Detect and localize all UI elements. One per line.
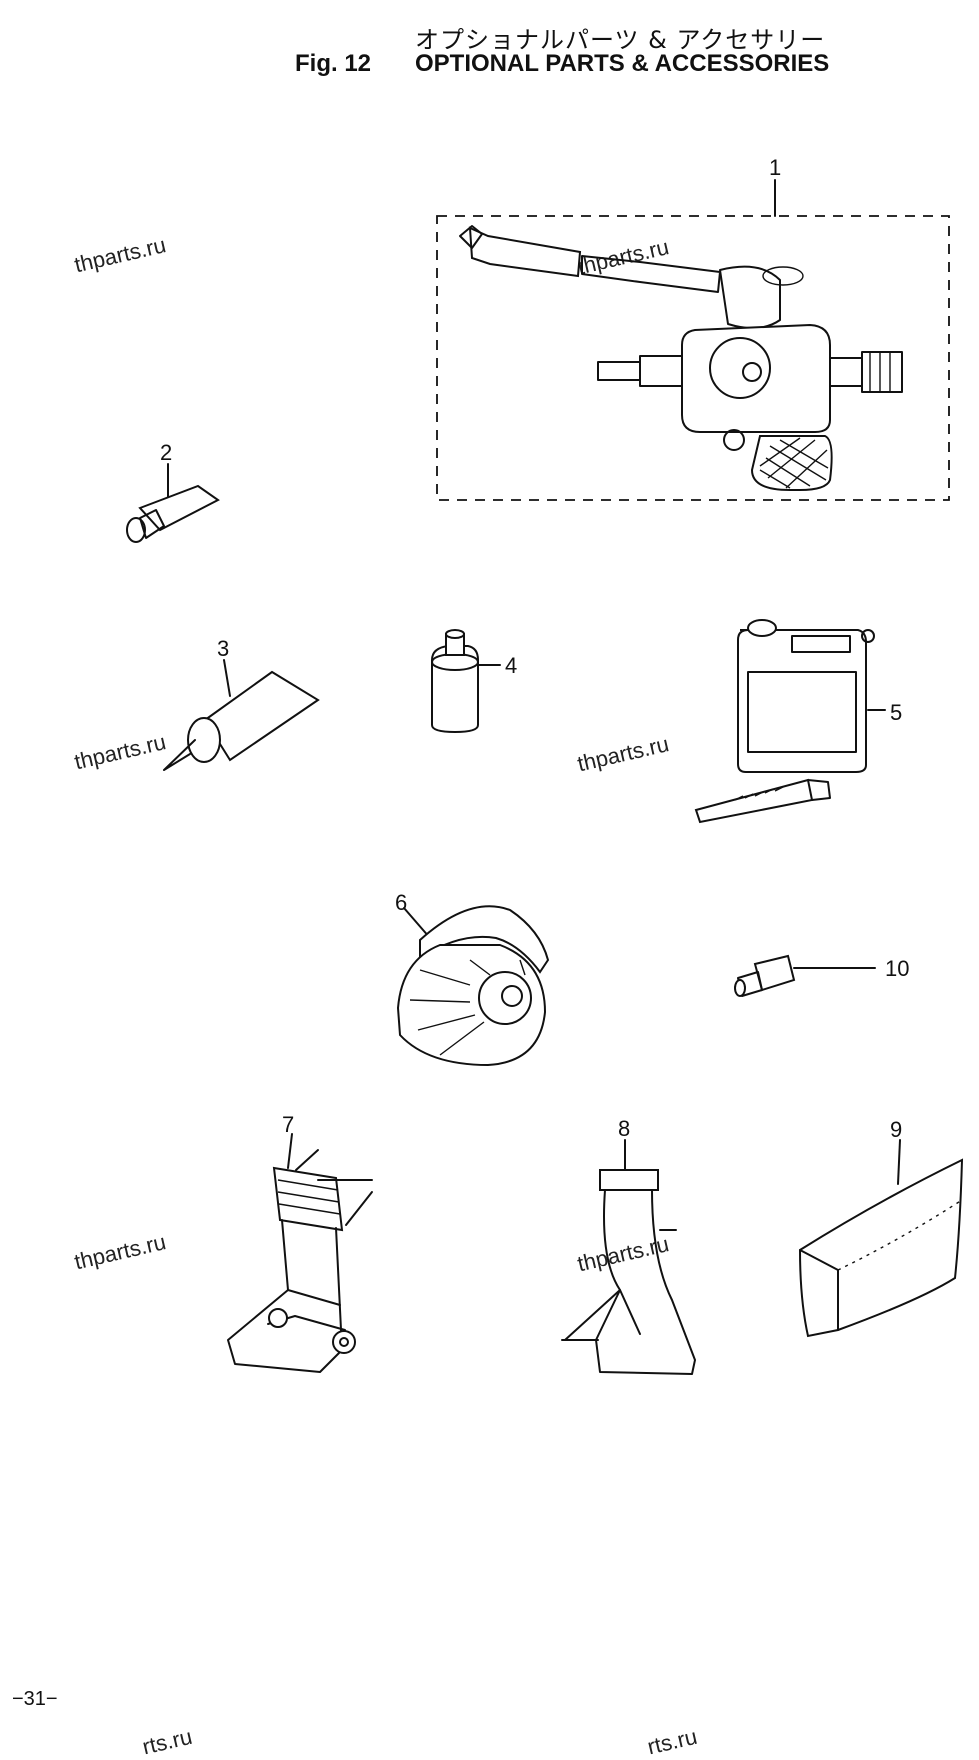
part-number-2: 2 <box>160 440 173 465</box>
title-japanese: オプショナルパーツ & アクセサリー <box>415 26 826 54</box>
part-number-4: 4 <box>505 653 518 678</box>
part-number-5: 5 <box>890 700 903 725</box>
title-english: OPTIONAL PARTS & ACCESSORIES <box>415 50 830 77</box>
part-number-7: 7 <box>282 1112 295 1137</box>
part-4-oil-bottle <box>431 629 501 734</box>
part-6-fan-rotor <box>396 905 550 1067</box>
figure-label: Fig. 12 <box>295 50 372 77</box>
part-8-motor-stand <box>561 1139 696 1375</box>
part-1-fuel-pump <box>436 179 950 501</box>
part-number-3: 3 <box>217 636 230 661</box>
part-2-grease-tube-small <box>126 463 220 543</box>
part-7-motor-cart <box>227 1133 373 1373</box>
part-5-oil-container <box>694 619 886 824</box>
part-number-10: 10 <box>885 956 910 981</box>
part-10-fitting <box>734 954 876 997</box>
part-number-8: 8 <box>618 1116 631 1141</box>
part-number-1: 1 <box>769 155 782 180</box>
part-9-motor-cover <box>798 1139 964 1338</box>
part-number-9: 9 <box>890 1117 903 1142</box>
part-3-grease-tube <box>163 659 320 771</box>
page-number: −31− <box>12 1688 58 1710</box>
